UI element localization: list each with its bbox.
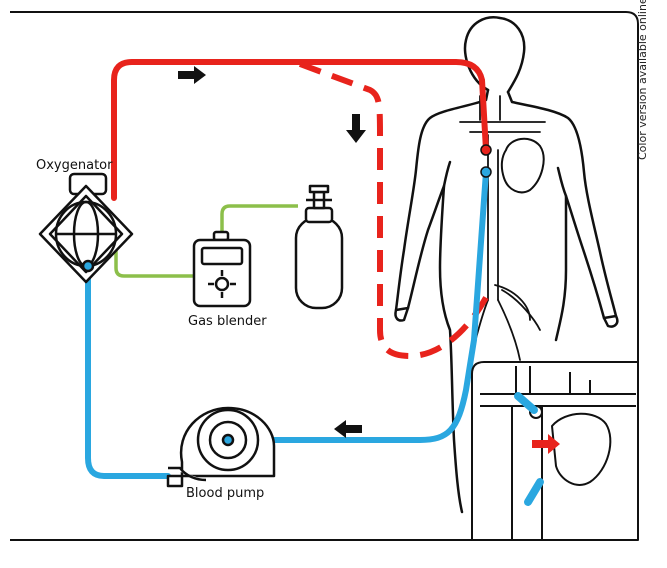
oxygenator-label: Oxygenator [36,158,113,173]
gas-cylinder-icon [294,184,344,310]
color-version-note: Color version available online [636,0,649,160]
human-body-icon [394,16,619,514]
inset-cannula-bottom [524,478,544,506]
inset-cannula-top [514,392,538,414]
alt-return-dashed [298,61,493,360]
pump-to-oxygenator-line [85,263,171,479]
gas-line-to-oxygenator [114,244,194,278]
gas-blender-label: Gas blender [188,314,267,329]
gas-blender-icon [192,230,252,308]
heart-icon [500,137,545,194]
gas-line-to-cylinder [220,204,298,236]
vessels [459,95,546,361]
deoxygenated-line [225,169,489,443]
blood-pump-label: Blood pump [186,486,265,501]
flow-arrow-right [178,66,206,84]
flow-arrow-down [346,114,366,143]
flow-arrow-left [334,420,362,438]
blood-pump-icon [166,406,276,488]
oxygenated-line [111,59,489,201]
oxygenator-icon [38,172,134,284]
cannulation-inset [471,361,639,541]
inset-red-arrow [532,434,560,454]
